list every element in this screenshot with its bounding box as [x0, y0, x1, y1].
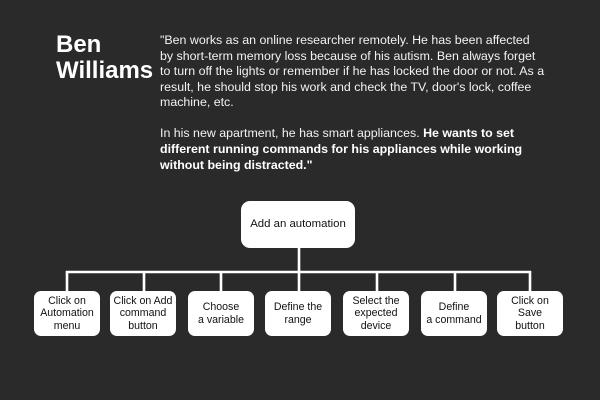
story-paragraph-2-intro: In his new apartment, he has smart appli… — [160, 126, 424, 141]
flow-step-3: Choose a variable — [188, 291, 254, 336]
flow-step-2-label: Click on Add command button — [113, 294, 173, 332]
flow-step-5-label: Select the expected device — [352, 294, 400, 332]
flow-step-5: Select the expected device — [343, 291, 409, 336]
flow-step-1: Click on Automation menu — [34, 291, 100, 336]
story-paragraph-1: "Ben works as an online researcher remot… — [160, 33, 545, 110]
flow-step-4-label: Define the range — [273, 300, 323, 326]
flow-step-1-label: Click on Automation menu — [40, 294, 94, 332]
flow-root-node: Add an automation — [241, 201, 355, 248]
flow-step-4: Define the range — [265, 291, 331, 336]
persona-name: Ben Williams — [56, 32, 156, 84]
flow-step-6-label: Define a command — [426, 300, 482, 326]
persona-story: "Ben works as an online researcher remot… — [160, 33, 546, 173]
persona-last-name: Williams — [56, 57, 154, 84]
flow-step-7: Click on Save button — [497, 291, 563, 336]
persona-first-name: Ben — [56, 31, 102, 58]
flow-step-7-label: Click on Save button — [511, 294, 549, 332]
flow-step-6: Define a command — [421, 291, 487, 336]
story-paragraph-2: In his new apartment, he has smart appli… — [160, 126, 546, 173]
flow-step-3-label: Choose a variable — [198, 300, 244, 326]
flow-root-label: Add an automation — [250, 218, 346, 231]
flow-step-2: Click on Add command button — [110, 291, 176, 336]
story-paragraph-2-goal: He wants to set different running comman… — [160, 126, 523, 172]
